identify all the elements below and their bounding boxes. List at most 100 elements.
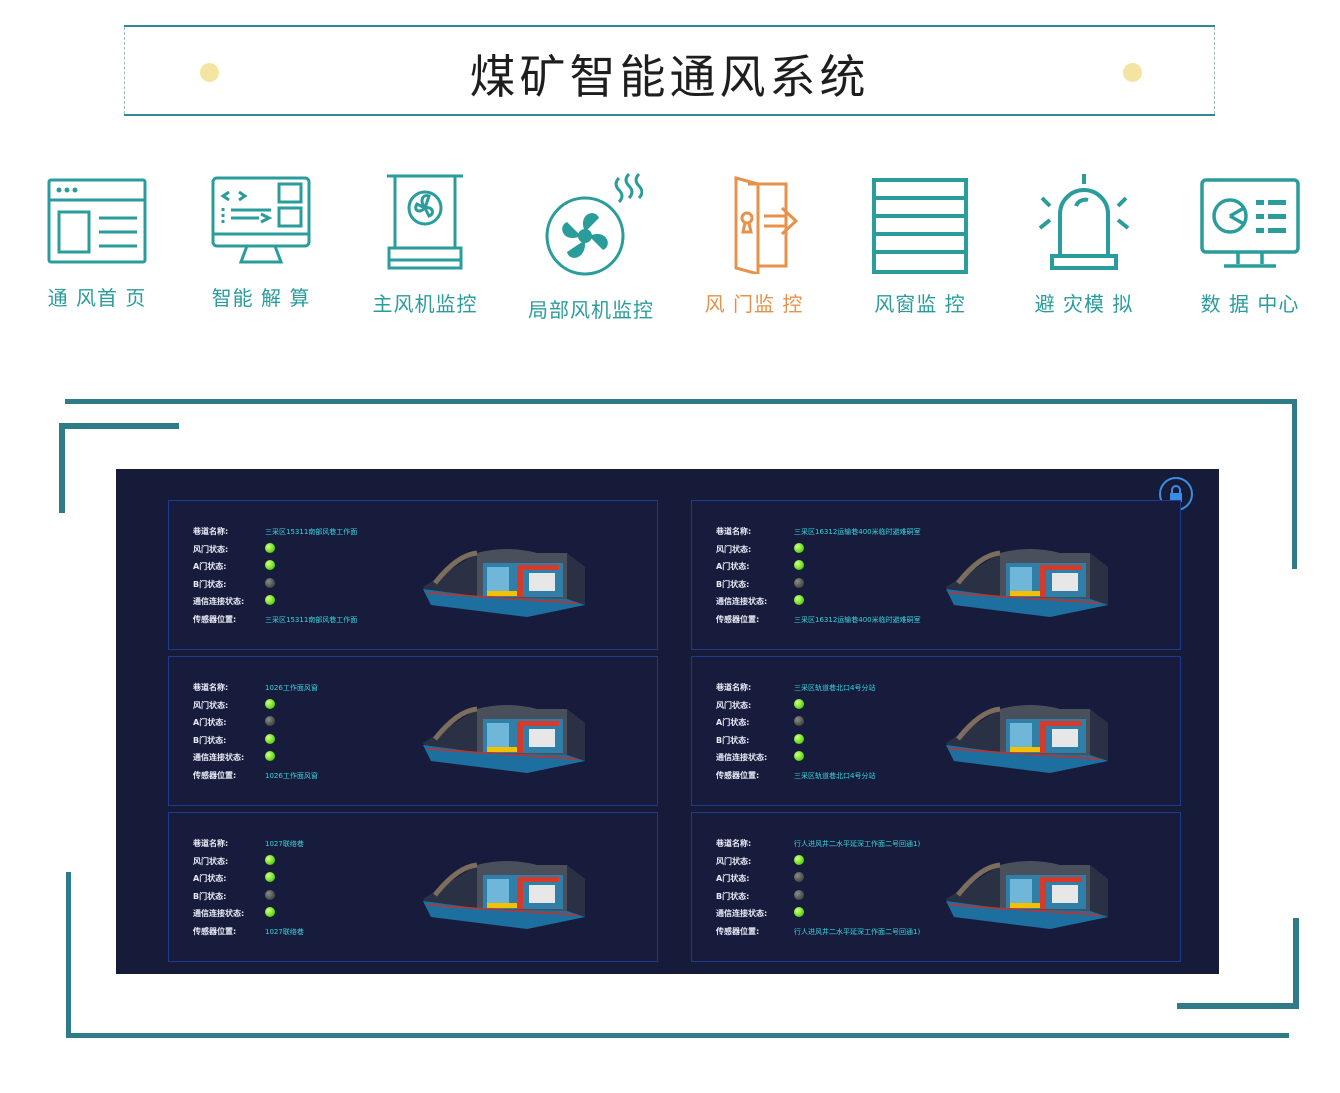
lock-icon <box>1170 485 1182 502</box>
b-door-status-led <box>265 577 275 588</box>
field-label-door: 风门状态: <box>193 856 229 866</box>
field-label-name: 巷道名称: <box>193 839 229 848</box>
field-label-b-door: B门状态: <box>716 735 750 745</box>
tunnel-3d-image[interactable] <box>940 703 1110 779</box>
door-status-led <box>794 854 804 865</box>
feature-nav: 通 风首 页 智能 解 算 <box>0 170 1340 340</box>
comm-status-led <box>265 907 275 918</box>
a-door-status-led <box>265 872 275 883</box>
nav-label: 主风机监控 <box>372 292 478 316</box>
b-door-status-led <box>265 889 275 900</box>
tunnel-3d-image[interactable] <box>417 859 587 935</box>
nav-label: 风窗监 控 <box>874 292 966 316</box>
field-label-a-door: A门状态: <box>193 874 227 884</box>
door-status-led <box>794 542 804 553</box>
title-left-edge <box>124 27 125 114</box>
door-status-card[interactable]: 巷道名称:三采区16312运输巷400米临时避难硐室风门状态:A门状态:B门状态… <box>691 500 1181 650</box>
title-left-dot <box>200 63 219 82</box>
door-status-led <box>265 854 275 865</box>
field-label-b-door: B门状态: <box>193 891 227 901</box>
tunnel-3d-image[interactable] <box>417 703 587 779</box>
comm-status-led <box>794 595 804 606</box>
door-status-led <box>794 698 804 709</box>
data-center-icon <box>1200 178 1300 268</box>
field-label-comm: 通信连接状态: <box>716 597 768 607</box>
door-status-led <box>265 698 275 709</box>
field-label-door: 风门状态: <box>193 700 229 710</box>
door-monitor-screen: 巷道名称: 三采区15311南部风巷工作面风门状态: A门状态: B门状态: 通信连接状… <box>116 469 1219 974</box>
title-banner: 煤矿智能通风系统 <box>124 25 1215 116</box>
air-window-icon <box>872 178 968 274</box>
field-label-a-door: A门状态: <box>716 718 750 728</box>
nav-item-smart-solve[interactable]: 智能 解 算 <box>181 170 341 311</box>
field-label-name: 巷道名称: <box>193 683 229 692</box>
field-label-b-door: B门状态: <box>193 735 227 745</box>
tunnel-3d-image[interactable] <box>417 547 587 623</box>
field-label-name: 巷道名称: <box>716 839 752 848</box>
nav-label: 风 门监 控 <box>704 292 804 316</box>
nav-item-main-fan[interactable]: 主风机监控 <box>345 170 505 317</box>
b-door-status-led <box>794 733 804 744</box>
nav-item-air-window[interactable]: 风窗监 控 <box>840 170 1000 317</box>
field-label-name: 巷道名称: <box>716 683 752 692</box>
frame-bottom-bar <box>66 1033 1289 1038</box>
field-label-b-door: B门状态: <box>193 579 227 589</box>
field-label-door: 风门状态: <box>716 856 752 866</box>
door-icon <box>734 176 799 274</box>
nav-label: 智能 解 算 <box>211 286 311 310</box>
sensor-location-value: 三采区轨道巷北口4号分站 <box>794 772 876 780</box>
monitor-code-icon <box>211 176 311 264</box>
comm-status-led <box>794 907 804 918</box>
door-status-card[interactable]: 巷道名称:三采区轨道巷北口4号分站风门状态:A门状态:B门状态:通信连接状态:传… <box>691 656 1181 806</box>
nav-label: 避 灾模 拟 <box>1034 292 1134 316</box>
sensor-location-value: 1026工作面风窗 <box>265 772 318 780</box>
field-label-sensor: 传感器位置: <box>716 771 760 780</box>
sensor-location-value: 1027联络巷 <box>265 928 304 936</box>
field-label-door: 风门状态: <box>716 700 752 710</box>
nav-item-local-fan[interactable]: 局部风机监控 <box>511 170 671 323</box>
door-status-card[interactable]: 巷道名称:1026工作面风窗风门状态:A门状态:B门状态:通信连接状态:传感器位… <box>168 656 658 806</box>
roadway-name-value: 1026工作面风窗 <box>265 684 318 692</box>
nav-item-disaster-sim[interactable]: 避 灾模 拟 <box>1004 170 1164 317</box>
field-label-b-door: B门状态: <box>716 579 750 589</box>
nav-item-data-center[interactable]: 数 据 中心 <box>1170 170 1330 317</box>
a-door-status-led <box>794 560 804 571</box>
sensor-location-value: 三采区16312运输巷400米临时避难硐室 <box>794 616 921 624</box>
field-label-sensor: 传感器位置: <box>193 615 237 624</box>
door-status-card[interactable]: 巷道名称: 1027联络巷 风门状态: A门状态: B门状态: 通信连接状态: 传感器位置:… <box>168 812 658 962</box>
field-label-door: 风门状态: <box>716 544 752 554</box>
tunnel-3d-image[interactable] <box>940 547 1110 623</box>
main-fan-icon <box>387 174 463 270</box>
b-door-status-led <box>265 733 275 744</box>
a-door-status-led <box>794 872 804 883</box>
roadway-name-value: 三采区轨道巷北口4号分站 <box>794 684 876 692</box>
tunnel-3d-image[interactable] <box>940 859 1110 935</box>
field-label-sensor: 传感器位置: <box>193 771 237 780</box>
roadway-name-value: 三采区15311南部风巷工作面 <box>265 528 358 536</box>
frame-right-upper-bar <box>1292 399 1297 569</box>
comm-status-led <box>794 751 804 762</box>
nav-item-air-door[interactable]: 风 门监 控 <box>674 170 834 317</box>
field-label-a-door: A门状态: <box>716 562 750 572</box>
local-fan-icon <box>545 172 643 276</box>
nav-item-ventilation-home[interactable]: 通 风首 页 <box>17 170 177 311</box>
frame-corner-bottom-right-v <box>1293 918 1299 1008</box>
field-label-comm: 通信连接状态: <box>716 753 768 763</box>
frame-left-lower-bar <box>66 872 71 1037</box>
field-label-comm: 通信连接状态: <box>716 909 768 919</box>
title-right-dot <box>1123 63 1142 82</box>
field-label-comm: 通信连接状态: <box>193 753 245 763</box>
title-right-edge <box>1214 27 1215 114</box>
alarm-light-icon <box>1038 174 1130 270</box>
field-label-sensor: 传感器位置: <box>193 927 237 936</box>
field-label-door: 风门状态: <box>193 544 229 554</box>
comm-status-led <box>265 751 275 762</box>
b-door-status-led <box>794 577 804 588</box>
field-label-a-door: A门状态: <box>193 562 227 572</box>
field-label-name: 巷道名称: <box>193 527 229 536</box>
door-status-card[interactable]: 巷道名称:行人进风井二水平延深工作面二号回通1)风门状态:A门状态:B门状态:通… <box>691 812 1181 962</box>
field-label-comm: 通信连接状态: <box>193 909 245 919</box>
door-status-card[interactable]: 巷道名称:三采区15311南部风巷工作面风门状态:A门状态:B门状态:通信连接状… <box>168 500 658 650</box>
field-label-sensor: 传感器位置: <box>716 927 760 936</box>
field-label-sensor: 传感器位置: <box>716 615 760 624</box>
